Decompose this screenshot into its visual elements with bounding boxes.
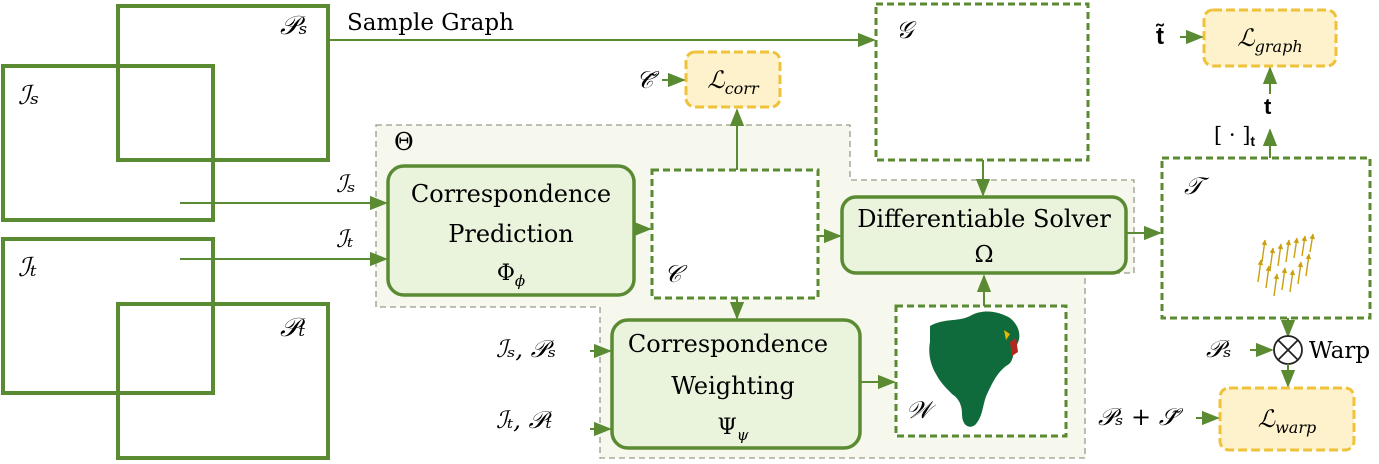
c-node <box>650 168 820 300</box>
frame-it <box>1 237 215 395</box>
is-input-label: ℐₛ <box>336 170 355 198</box>
frame-ps <box>116 4 330 162</box>
frame-is <box>1 64 215 222</box>
differentiable-solver-block <box>840 195 1128 275</box>
bracket-label: [ · ]t <box>1214 123 1255 149</box>
frame-pt-label: 𝒫ₜ <box>280 313 306 343</box>
weight-mask-image <box>929 311 1020 427</box>
loss-corr-box <box>684 50 782 109</box>
frame-ps-label: 𝒫ₛ <box>280 11 308 41</box>
it-pt-label: ℐₜ, 𝒫ₜ <box>496 406 552 434</box>
t-label: t <box>1264 94 1272 119</box>
correspondence-weighting-block <box>610 318 862 450</box>
theta-label: Θ <box>394 128 414 156</box>
corr-weight-line1: Correspondence <box>628 330 828 358</box>
corr-pred-symbol: Φϕ <box>497 261 525 290</box>
ps-plus-s-label: 𝒫ₛ + 𝒮̃ <box>1098 403 1184 431</box>
corr-pred-line1: Correspondence <box>411 180 611 208</box>
solver-line1: Differentiable Solver <box>857 205 1111 233</box>
frame-it-label: ℐₜ <box>18 253 37 283</box>
corr-weight-symbol: Ψψ <box>717 415 748 444</box>
frame-pt <box>116 302 330 460</box>
ps-warp-label: 𝒫ₛ <box>1206 335 1231 363</box>
warp-label: Warp <box>1309 338 1370 364</box>
t-node <box>1160 156 1372 320</box>
c-tilde-label: 𝒞̃ <box>636 66 660 94</box>
loss-warp-box <box>1218 386 1356 452</box>
solver-symbol: Ω <box>974 242 993 268</box>
g-node <box>874 2 1090 162</box>
loss-warp-label: ℒwarp <box>1258 405 1316 437</box>
t-tilde-label: t̃ <box>1156 23 1165 50</box>
loss-graph-label: ℒgraph <box>1237 24 1302 56</box>
sample-graph-label: Sample Graph <box>347 10 514 36</box>
corr-pred-line2: Prediction <box>448 220 574 248</box>
loss-graph-box <box>1202 8 1338 68</box>
it-input-label: ℐₜ <box>336 225 353 253</box>
g-node-label: 𝒢 <box>896 16 917 44</box>
is-ps-label: ℐₛ, 𝒫ₛ <box>496 335 556 363</box>
frame-is-label: ℐₛ <box>18 81 39 111</box>
corr-weight-line2: Weighting <box>671 372 795 400</box>
loss-corr-label: ℒcorr <box>707 66 760 98</box>
vector-field-icon <box>1257 233 1315 297</box>
